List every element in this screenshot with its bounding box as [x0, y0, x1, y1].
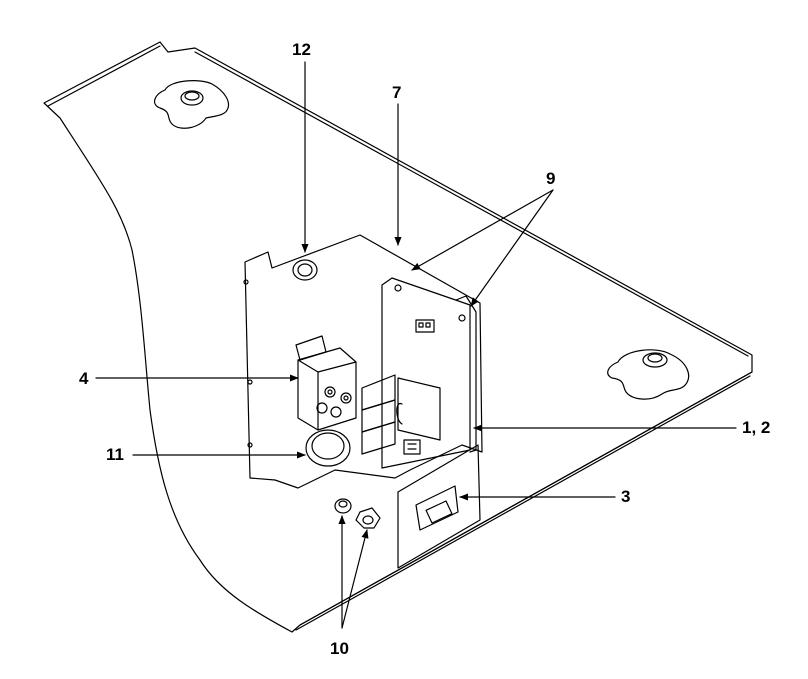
callout-3: 3	[621, 487, 631, 506]
switch-panel	[397, 444, 481, 569]
callout-10: 10	[330, 639, 349, 658]
base-plate	[43, 41, 753, 633]
mounting-bracket	[243, 234, 483, 489]
rubber-foot-right	[607, 349, 690, 400]
hardware-nuts	[334, 498, 381, 529]
callout-11: 11	[106, 445, 124, 464]
cable-ring	[305, 429, 351, 467]
grommet	[292, 259, 318, 281]
board-connector	[415, 319, 435, 333]
relay-block	[361, 374, 441, 455]
callout-1-2: 1, 2	[742, 418, 771, 437]
circuit-board	[381, 277, 477, 469]
leader-9a	[411, 189, 554, 271]
terminal-block	[295, 335, 357, 431]
leader-9b	[470, 189, 554, 307]
leader-10b	[341, 529, 369, 629]
callout-9: 9	[546, 169, 556, 188]
callout-7: 7	[392, 83, 402, 102]
rubber-foot-back	[153, 80, 230, 129]
callout-4: 4	[79, 369, 89, 388]
leader-lines	[95, 61, 737, 629]
callout-12: 12	[292, 40, 311, 59]
